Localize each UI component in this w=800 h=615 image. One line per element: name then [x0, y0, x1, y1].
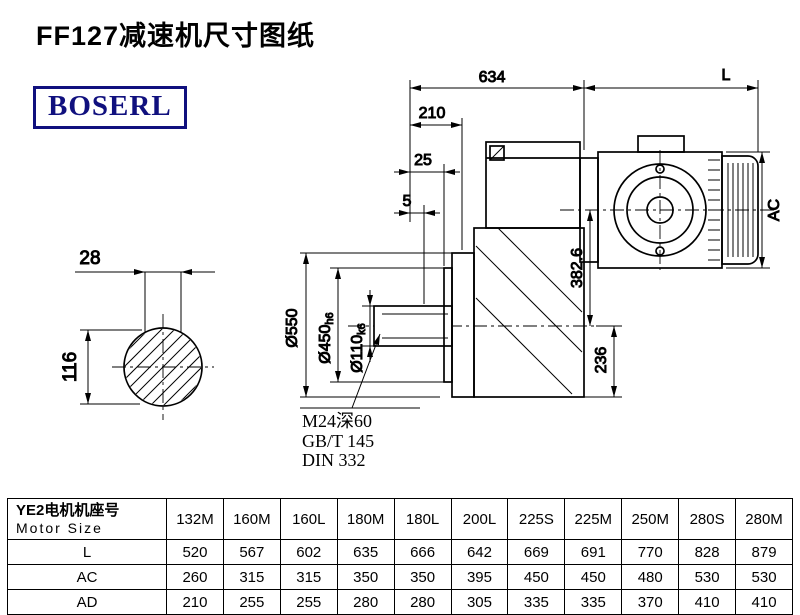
value-cell: 450: [507, 564, 566, 590]
value-cell: 255: [279, 589, 338, 615]
value-cell: 450: [564, 564, 623, 590]
standard-din: DIN 332: [302, 450, 366, 470]
value-cell: 210: [166, 589, 224, 615]
dim-236: 236: [584, 325, 622, 398]
dim-116-label: 116: [60, 352, 81, 382]
dim-450-value: Ø450: [317, 324, 334, 363]
reducer-side-view: [373, 135, 759, 398]
value-cell: 520: [166, 539, 224, 565]
value-cell: 315: [222, 564, 281, 590]
value-cell: 642: [450, 539, 509, 565]
value-cell: 879: [735, 539, 793, 565]
column-header: 132M: [166, 498, 224, 540]
value-cell: 691: [564, 539, 623, 565]
dim-116: 116: [60, 329, 142, 405]
standard-gbt: GB/T 145: [302, 431, 374, 451]
dim-110-tolerance: k6: [356, 323, 368, 335]
shaft-end-view: 28 116: [60, 248, 215, 407]
value-cell: 315: [279, 564, 338, 590]
row-label: AD: [7, 589, 167, 615]
dim-450-tolerance: h6: [324, 312, 336, 324]
dim-25-label: 25: [414, 152, 432, 169]
value-cell: 635: [336, 539, 395, 565]
value-cell: 410: [735, 589, 793, 615]
value-cell: 280: [393, 589, 452, 615]
value-cell: 255: [222, 589, 281, 615]
column-header: 250M: [621, 498, 680, 540]
value-cell: 335: [564, 589, 623, 615]
dim-L-label: L: [722, 67, 731, 84]
column-header: 180L: [393, 498, 452, 540]
dim-210-label: 210: [419, 105, 446, 122]
tap-spec: M24深60: [302, 411, 372, 431]
dim-550-label: Ø550: [284, 308, 301, 347]
value-cell: 350: [336, 564, 395, 590]
dim-210: 210: [410, 105, 463, 250]
dim-382: 382.6: [569, 210, 593, 326]
column-header: 280M: [735, 498, 793, 540]
dim-450: Ø450h6: [317, 267, 444, 383]
value-cell: 370: [621, 589, 680, 615]
value-cell: 828: [678, 539, 737, 565]
dim-28-label: 28: [79, 248, 100, 269]
dim-550: Ø550: [284, 252, 452, 398]
value-cell: 666: [393, 539, 452, 565]
brand-logo-text: BOSERL: [48, 90, 172, 122]
value-cell: 770: [621, 539, 680, 565]
column-header: 225M: [564, 498, 623, 540]
value-cell: 480: [621, 564, 680, 590]
value-cell: 669: [507, 539, 566, 565]
column-header: 280S: [678, 498, 737, 540]
dim-634-label: 634: [479, 69, 506, 86]
value-cell: 395: [450, 564, 509, 590]
column-header: 225S: [507, 498, 566, 540]
value-cell: 530: [678, 564, 737, 590]
dim-AC-label: AC: [766, 199, 783, 221]
dim-5-label: 5: [403, 193, 412, 210]
dim-28: 28: [75, 248, 215, 333]
value-cell: 280: [336, 589, 395, 615]
dim-110-label: Ø110k6: [349, 323, 368, 373]
dim-382-label: 382.6: [569, 248, 586, 288]
drawing-details: [382, 145, 754, 395]
column-header: 160M: [222, 498, 281, 540]
value-cell: 410: [678, 589, 737, 615]
dim-5: 5: [394, 193, 440, 304]
shaft-tap-note: M24深60 GB/T 145 DIN 332: [300, 333, 420, 470]
column-header: 160L: [279, 498, 338, 540]
dim-110: Ø110k6: [349, 290, 378, 373]
column-header: 180M: [336, 498, 395, 540]
dim-450-label: Ø450h6: [317, 312, 336, 363]
dim-25: 25: [394, 152, 460, 266]
dim-634: 634: [409, 69, 585, 222]
value-cell: 602: [279, 539, 338, 565]
dim-236-label: 236: [593, 347, 610, 374]
value-cell: 305: [450, 589, 509, 615]
value-cell: 530: [735, 564, 793, 590]
value-cell: 335: [507, 589, 566, 615]
page-title: FF127减速机尺寸图纸: [36, 21, 316, 51]
row-label: AC: [7, 564, 167, 590]
dim-AC: AC: [726, 151, 784, 269]
brand-logo: BOSERL: [33, 86, 187, 129]
value-cell: 350: [393, 564, 452, 590]
row-label: L: [7, 539, 167, 565]
technical-drawing: 28 116: [60, 67, 784, 471]
value-cell: 260: [166, 564, 224, 590]
dim-L: L: [584, 67, 759, 152]
dim-110-value: Ø110: [349, 335, 366, 373]
value-cell: 567: [222, 539, 281, 565]
column-header: 200L: [450, 498, 509, 540]
